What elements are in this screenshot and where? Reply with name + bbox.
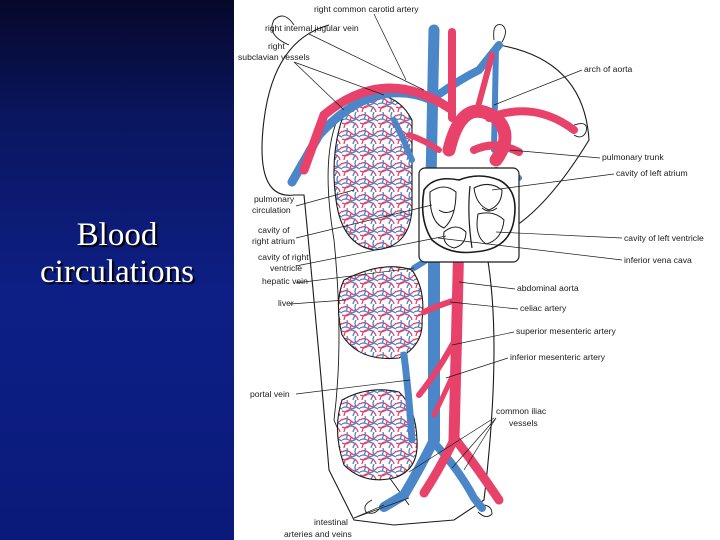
right-ventricle-chamber — [443, 226, 467, 249]
right-iliac-vein — [379, 435, 439, 512]
label-right-subclavian-line-1: right — [268, 41, 285, 51]
loop-bottom-left — [364, 499, 381, 514]
label-cavity-of-right-ventricle-line-2: ventricle — [270, 263, 302, 273]
heart — [418, 167, 520, 263]
label-right-common-carotid-artery: right common carotid artery — [314, 4, 419, 14]
circulation-diagram: right common carotid artery right intern… — [234, 0, 720, 540]
label-cavity-of-right-ventricle-line-1: cavity of right — [258, 252, 309, 262]
lung-capillary-bed — [333, 94, 413, 251]
diagram-labels: right common carotid artery right intern… — [238, 4, 704, 539]
portal-vein — [400, 351, 416, 444]
left-jugular-vein — [491, 45, 499, 153]
mitral-valve — [481, 207, 498, 212]
left-iliac-artery — [451, 435, 504, 505]
label-inferior-vena-cava: inferior vena cava — [624, 255, 692, 265]
label-superior-mesenteric-artery: superior mesenteric artery — [516, 326, 617, 336]
pulmonary-vein-to-lung — [391, 117, 415, 163]
left-carotid-artery — [475, 52, 495, 110]
label-pulmonary-circulation-line-2: circulation — [252, 205, 291, 215]
label-portal-vein: portal vein — [250, 389, 290, 399]
leader-lines — [289, 13, 623, 519]
label-hepatic-vein: hepatic vein — [262, 276, 308, 286]
loop-upper-left — [271, 15, 295, 46]
superior-vena-cava — [425, 24, 440, 186]
label-intestinal-line-1: intestinal — [314, 517, 348, 527]
pulmonary-artery-to-lung — [406, 132, 442, 153]
label-cavity-of-right-atrium-line-1: cavity of — [258, 225, 290, 235]
label-arch-of-aorta: arch of aorta — [584, 64, 632, 74]
slide-title: Blood circulations — [0, 217, 234, 291]
label-celiac-artery: celiac artery — [520, 303, 567, 313]
label-right-internal-jugular-vein: right internal jugular vein — [265, 23, 359, 33]
label-abdominal-aorta: abdominal aorta — [517, 283, 579, 293]
loop-upper-right — [493, 24, 506, 43]
liver-capillary-bed — [337, 266, 424, 360]
septum — [468, 185, 473, 249]
title-panel: Blood circulations — [0, 0, 234, 540]
right-subclavian-artery — [299, 83, 454, 175]
tricuspid-valve — [438, 209, 455, 213]
inferior-mesenteric — [431, 367, 458, 418]
celiac-trunk — [421, 297, 459, 315]
body-outline — [261, 24, 590, 526]
intestine-capillary-bed — [336, 389, 418, 481]
label-cavity-of-right-atrium-line-2: right atrium — [252, 236, 295, 246]
loop-bottom-right — [477, 504, 493, 517]
label-pulmonary-trunk: pulmonary trunk — [602, 152, 664, 162]
loop-right-arm — [573, 123, 587, 138]
label-pulmonary-circulation-line-1: pulmonary — [254, 194, 295, 204]
label-cavity-of-left-ventricle: cavity of left ventricle — [624, 233, 704, 243]
label-cavity-of-left-atrium: cavity of left atrium — [616, 168, 688, 178]
left-iliac-vein — [432, 441, 486, 512]
left-subclavian-artery — [485, 107, 578, 134]
label-right-subclavian-line-2: subclavian vessels — [238, 52, 310, 62]
slide-title-line-2: circulations — [40, 254, 194, 290]
superior-mesenteric — [416, 337, 458, 398]
label-common-iliac-line-1: common iliac — [496, 406, 547, 416]
label-liver: liver — [278, 298, 294, 308]
left-subclavian-vein — [434, 41, 503, 99]
left-ventricle-chamber — [476, 212, 505, 245]
slide-title-line-1: Blood — [76, 217, 158, 253]
right-atrium-chamber — [429, 186, 457, 229]
label-inferior-mesenteric-artery: inferior mesenteric artery — [510, 352, 606, 362]
label-intestinal-line-2: arteries and veins — [284, 529, 352, 539]
left-atrium-chamber — [473, 184, 503, 211]
label-common-iliac-line-2: vessels — [509, 418, 538, 428]
